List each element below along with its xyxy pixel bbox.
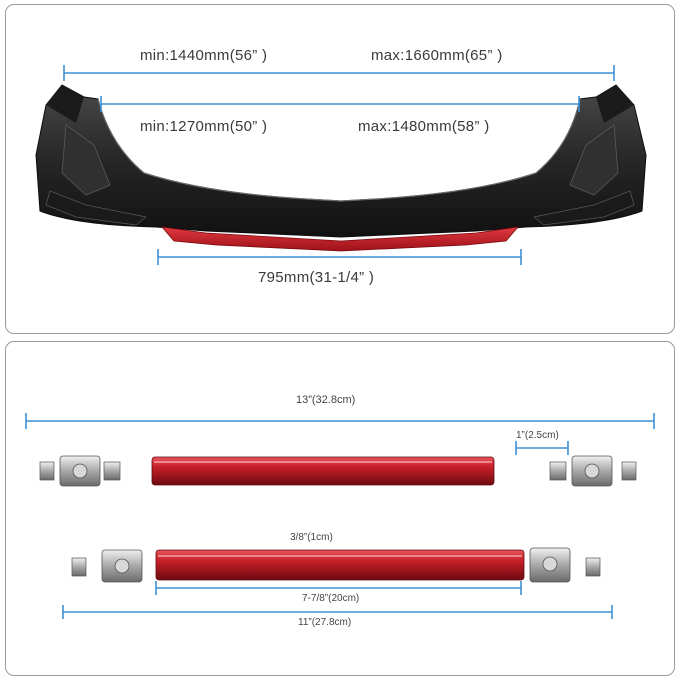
rod2-total-label: 11”(27.8cm) (298, 617, 352, 628)
inner-min-label: min:1270mm(50” ) (140, 118, 268, 135)
red-lip-accent (161, 226, 519, 252)
outer-width-dimension-line (63, 65, 615, 81)
spoiler-dimensions-panel: min:1440mm(56” ) max:1660mm(65” ) min:12… (5, 4, 675, 334)
inner-width-dimension-line (100, 96, 580, 112)
inner-max-label: max:1480mm(58” ) (358, 118, 490, 135)
strut-rod-dimensions-panel: 13”(32.8cm) 1”(2.5cm) 3/8”(1cm) 7-7/8”(2… (5, 341, 675, 676)
strut-rod-short (64, 547, 612, 583)
outer-min-label: min:1440mm(56” ) (140, 47, 268, 64)
rod2-diameter-label: 3/8”(1cm) (290, 532, 333, 543)
rod2-total-dimension-line (62, 605, 613, 619)
rod2-tube-label: 7-7/8”(20cm) (302, 593, 360, 604)
rod1-thread-label: 1”(2.5cm) (516, 430, 559, 441)
center-width-label: 795mm(31-1/4” ) (258, 269, 375, 286)
strut-rod-long (28, 455, 656, 487)
rod1-total-label: 13”(32.8cm) (296, 394, 356, 406)
rod1-thread-dimension-line (515, 441, 569, 455)
outer-max-label: max:1660mm(65” ) (371, 47, 503, 64)
strut-rod-diagram (25, 413, 656, 619)
rod2-tube-dimension-line (155, 581, 522, 595)
front-lip-spoiler (35, 84, 647, 238)
rod1-total-dimension-line (25, 413, 655, 429)
center-width-dimension-line (157, 249, 522, 265)
spoiler-diagram (35, 65, 647, 265)
